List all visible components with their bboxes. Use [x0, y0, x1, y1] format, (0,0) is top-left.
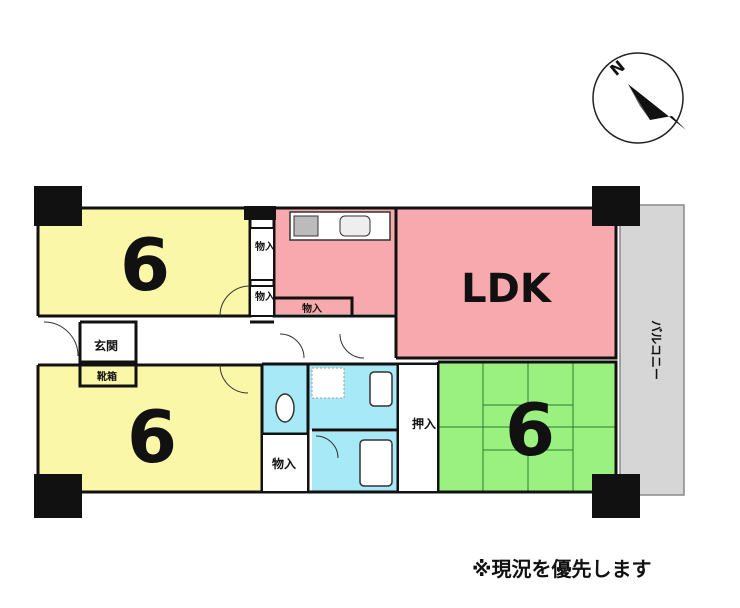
compass-needle-icon: [628, 84, 686, 130]
bathtub-icon: [359, 439, 393, 487]
japanese-room-size: 6: [505, 388, 555, 472]
disclaimer-note: ※現況を優先します: [472, 557, 652, 581]
washer-space: [311, 367, 345, 399]
western-room-south: [38, 365, 262, 492]
kitchen-counter: [289, 211, 391, 241]
compass: N: [592, 52, 686, 144]
storage-label-south: 物入: [272, 456, 296, 471]
balcony: [619, 204, 685, 496]
door-swings: [43, 285, 365, 459]
closet-north-small: [249, 285, 275, 317]
storage-label-small: 物入: [255, 290, 275, 303]
ldk-label: LDK: [461, 266, 553, 312]
storage-label-north: 物入: [255, 240, 275, 253]
storage-label-hall: 物入: [302, 302, 322, 315]
oshiire-label: 押入: [412, 416, 436, 431]
stove-icon: [293, 215, 319, 237]
western-room-south-size: 6: [127, 395, 177, 479]
sink-icon: [339, 215, 371, 237]
compass-needle-shade: [628, 84, 650, 120]
tatami-lines: [438, 362, 616, 492]
balcony-label: バルコニー: [649, 320, 663, 380]
columns: [34, 186, 640, 518]
oshiire: [397, 363, 439, 493]
closet-north: [249, 227, 275, 281]
closet-south: [261, 433, 309, 493]
shoebox-label: 靴箱: [97, 370, 117, 383]
genkan-label: 玄関: [94, 338, 118, 353]
toilet-icon: [275, 393, 295, 423]
western-room-north-size: 6: [120, 223, 170, 307]
ldk-room: [396, 208, 616, 358]
washbasin-icon: [369, 371, 393, 407]
